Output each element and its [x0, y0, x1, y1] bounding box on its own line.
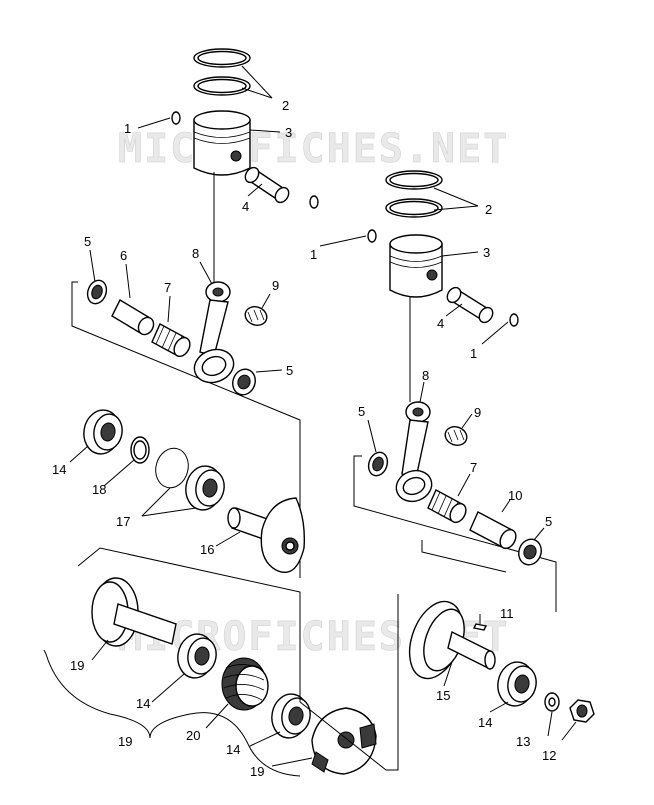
leader-lines — [69, 65, 577, 767]
callout-5: 5 — [286, 363, 293, 378]
snap-ring-left — [155, 447, 189, 489]
piston-rings-right — [385, 170, 443, 218]
bearing-left-inner — [185, 465, 225, 511]
callout-5: 5 — [358, 404, 365, 419]
piston-rings-left — [193, 48, 251, 96]
callout-12: 12 — [542, 748, 556, 763]
callout-3: 3 — [285, 125, 292, 140]
piston-pin-right — [446, 286, 494, 324]
crank-half-left — [227, 497, 306, 574]
bracket-lower-right — [299, 540, 507, 771]
bearing-left-outer — [83, 409, 123, 455]
callout-7: 7 — [470, 460, 477, 475]
thrust-washer-left-2 — [232, 368, 256, 396]
callout-2: 2 — [485, 202, 492, 217]
connecting-rod-right — [395, 401, 433, 503]
callout-16: 16 — [200, 542, 214, 557]
thrust-washer-left-1 — [86, 279, 108, 305]
callout-19: 19 — [70, 658, 84, 673]
crank-assembly-19 — [91, 577, 177, 647]
crank-nut — [569, 699, 595, 723]
circlip-left-1 — [171, 111, 181, 125]
needle-bearing-left-big — [151, 323, 191, 358]
thrust-washer-right-2 — [518, 538, 542, 566]
crankpin-left — [111, 299, 155, 336]
crank-half-lower — [311, 707, 377, 775]
oil-seal-left — [130, 436, 150, 464]
circlip-right-2 — [509, 313, 519, 327]
needle-bearing-right-small — [444, 426, 468, 446]
callout-14: 14 — [478, 715, 492, 730]
callout-17: 17 — [116, 514, 130, 529]
woodruff-key — [472, 623, 488, 631]
callout-5: 5 — [545, 514, 552, 529]
piston-pin-left — [244, 166, 290, 204]
bracket-right-rod — [353, 455, 557, 612]
callout-9: 9 — [272, 278, 279, 293]
bearing-lower-1 — [177, 633, 217, 679]
washer-right — [544, 692, 560, 712]
callout-19: 19 — [250, 764, 264, 779]
callout-14: 14 — [226, 742, 240, 757]
callout-6: 6 — [120, 248, 127, 263]
needle-bearing-right-big — [427, 489, 467, 524]
bracket-left-rod — [71, 281, 301, 578]
callout-20: 20 — [186, 728, 200, 743]
piston-left — [193, 110, 251, 176]
circlip-right-1 — [367, 229, 377, 243]
callout-2: 2 — [282, 98, 289, 113]
callout-7: 7 — [164, 280, 171, 295]
callout-8: 8 — [422, 368, 429, 383]
piston-right — [389, 234, 443, 298]
thrust-washer-right-1 — [367, 451, 389, 477]
bearing-right — [497, 661, 537, 707]
bracket-19-bottom — [43, 649, 301, 777]
watermark-top: MICROFICHES.NET — [118, 126, 509, 172]
crank-half-right — [408, 600, 496, 680]
callout-labels: 1 2 3 4 1 2 3 4 1 5 6 7 8 9 5 8 5 9 7 10… — [52, 98, 556, 779]
callout-9: 9 — [474, 405, 481, 420]
crankpin-right — [469, 511, 517, 550]
labyrinth-seal — [221, 657, 269, 711]
callout-3: 3 — [483, 245, 490, 260]
callout-18: 18 — [92, 482, 106, 497]
callout-13: 13 — [516, 734, 530, 749]
callout-5: 5 — [84, 234, 91, 249]
connecting-rod-left — [193, 281, 235, 384]
circlip-left-2 — [309, 195, 319, 209]
callout-19: 19 — [118, 734, 132, 749]
callout-4: 4 — [437, 316, 444, 331]
callout-14: 14 — [136, 696, 150, 711]
callout-1: 1 — [470, 346, 477, 361]
callout-8: 8 — [192, 246, 199, 261]
callout-11: 11 — [500, 606, 514, 621]
bearing-lower-2 — [271, 693, 311, 739]
callout-14: 14 — [52, 462, 66, 477]
callout-1: 1 — [124, 121, 131, 136]
callout-15: 15 — [436, 688, 450, 703]
callout-10: 10 — [508, 488, 522, 503]
callout-1: 1 — [310, 247, 317, 262]
needle-bearing-left-small — [244, 306, 268, 326]
callout-4: 4 — [242, 199, 249, 214]
bracket-lower-left — [77, 547, 301, 612]
